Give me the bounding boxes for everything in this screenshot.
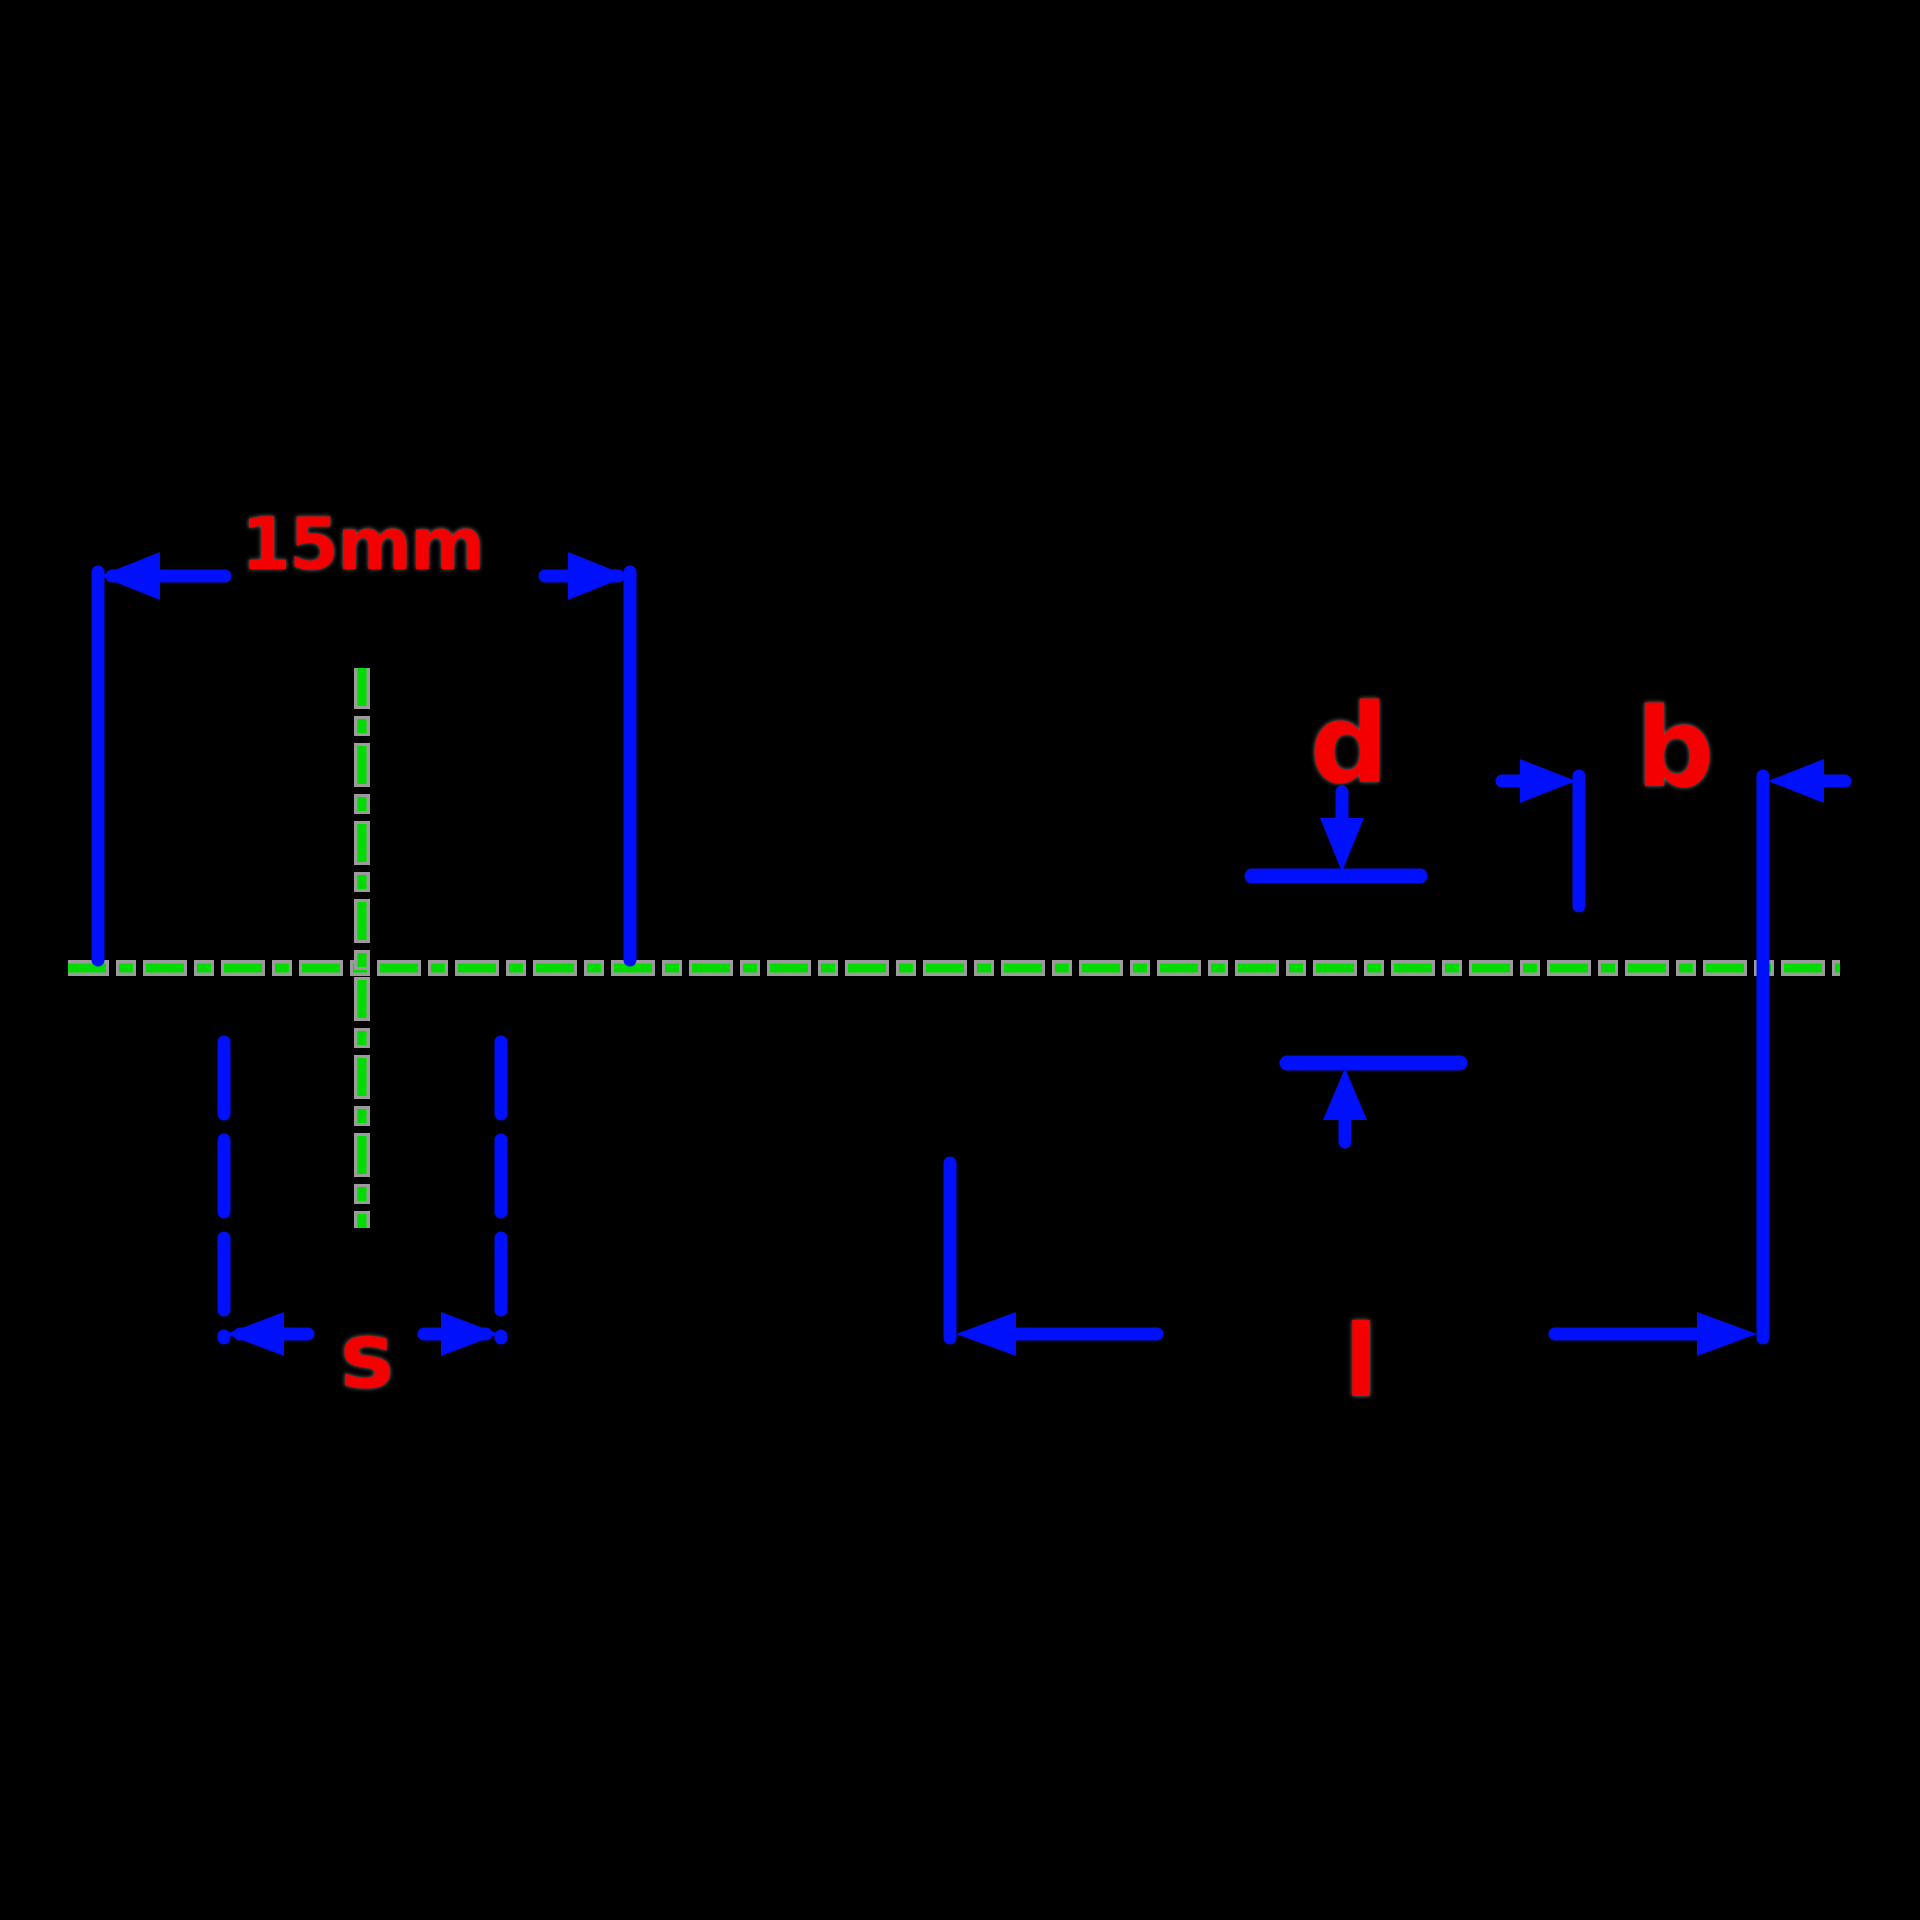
- arrowhead-right-icon: [1697, 1312, 1757, 1356]
- total-length-dimension: [943, 1156, 1757, 1356]
- arrowhead-down-icon: [1320, 818, 1364, 872]
- arrowhead-left-icon: [226, 1312, 284, 1356]
- arrowhead-right-icon: [568, 552, 628, 600]
- arrowhead-left-icon: [1768, 759, 1824, 803]
- head-inner-dimension: [217, 1035, 508, 1356]
- thread-length-dimension: [1495, 759, 1852, 1345]
- total-length-label: l: [1343, 1303, 1378, 1420]
- shank-diameter-label: d: [1309, 680, 1389, 808]
- thread-length-label: b: [1635, 684, 1715, 812]
- head-width-label: 15mm: [240, 502, 485, 586]
- arrowhead-left-icon: [100, 552, 160, 600]
- arrowhead-right-icon: [1520, 759, 1576, 803]
- arrowhead-left-icon: [956, 1312, 1016, 1356]
- shank-diameter-dimension: [1244, 785, 1468, 1149]
- head-inner-width-label: s: [339, 1302, 395, 1409]
- arrowhead-right-icon: [441, 1312, 499, 1356]
- arrowhead-up-icon: [1323, 1068, 1367, 1120]
- head-width-dimension: [91, 552, 637, 967]
